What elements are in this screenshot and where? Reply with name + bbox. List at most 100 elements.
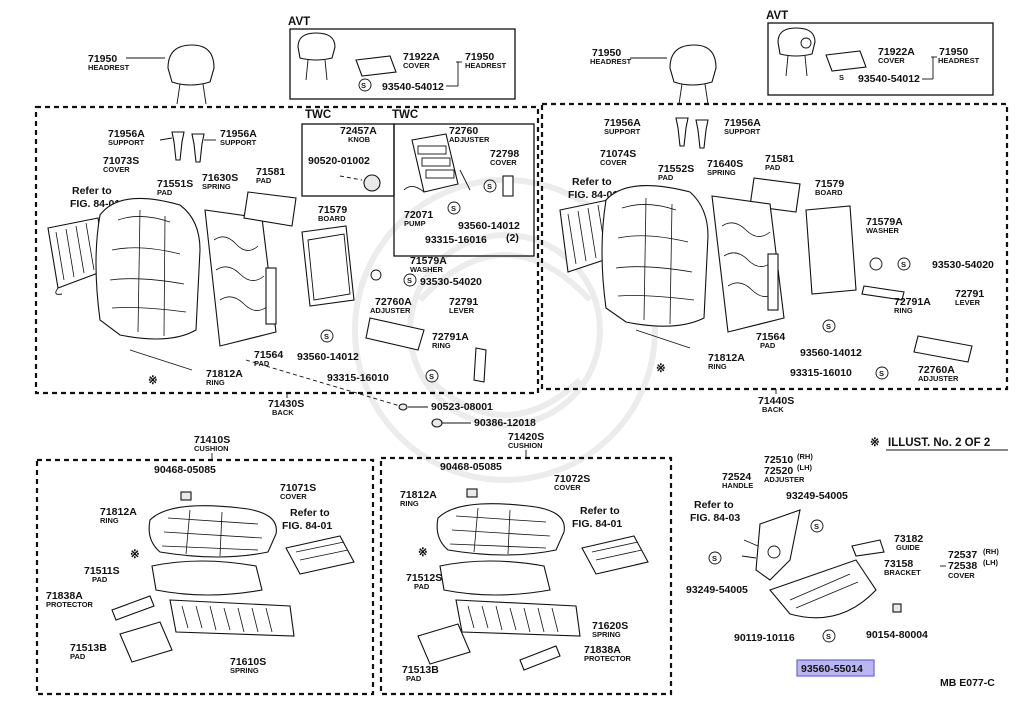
adjuster-rh-tag: (RH) (797, 452, 813, 461)
avt-box-left (289, 28, 516, 100)
cushion-cover-right (436, 503, 565, 556)
label-name: ADJUSTER (918, 374, 959, 383)
label-name: RING (708, 362, 727, 371)
label-num: 71579A (866, 216, 903, 228)
pad-block-right (417, 623, 471, 665)
label-num: 71512S (406, 572, 442, 584)
label-num: 71610S (230, 656, 266, 668)
label-num: 71950 (465, 51, 494, 63)
label-name: COVER (103, 165, 130, 174)
label-name: SPRING (592, 630, 621, 639)
label-num: 71564 (254, 349, 283, 361)
protector-part (111, 595, 155, 621)
label-name: RING (400, 499, 419, 508)
small-part (431, 418, 443, 428)
label-num: 71072S (554, 473, 590, 485)
adjuster-rh-num: 72510 (764, 454, 793, 466)
avt-headrest-left (297, 32, 397, 92)
back-board-left (301, 225, 355, 307)
service-symbol: S (429, 372, 434, 381)
label-name: BOARD (318, 214, 346, 223)
label-num: 71812A (206, 368, 243, 380)
label-num: 71579A (410, 255, 447, 267)
service-symbol: S (407, 276, 412, 285)
label-num: 72524 (722, 471, 751, 483)
assembly-name: BACK (762, 405, 784, 414)
label-name: RING (432, 341, 451, 350)
label-name: SUPPORT (108, 138, 145, 147)
cushion-cover-left (148, 505, 277, 558)
label-name: COVER (878, 56, 905, 65)
avt-headrest-right (777, 27, 867, 77)
highlighted-part-box[interactable] (796, 659, 875, 677)
assembly-num: 71420S (508, 431, 544, 443)
label-num: 72457A (340, 125, 377, 137)
label-name: SUPPORT (724, 127, 761, 136)
label-num: 71812A (100, 506, 137, 518)
label-num: 71950 (88, 53, 117, 65)
label-name: PAD (70, 652, 86, 661)
cover-lh-num: 72538 (948, 560, 977, 572)
label-name: (2) (506, 232, 519, 244)
label-num: 71956A (724, 117, 761, 129)
adjuster-lh-num: 72520 (764, 465, 793, 477)
label-num: 71812A (400, 489, 437, 501)
guide-part (851, 539, 885, 557)
label-num: 71071S (280, 482, 316, 494)
group-back-right (540, 102, 1009, 391)
headrest-left (126, 44, 215, 105)
cushion-pad-left (151, 560, 263, 596)
headrest-right (630, 44, 717, 105)
highlighted-part-number[interactable]: 93560-55014 (801, 663, 863, 675)
label-name: RING (894, 306, 913, 315)
label-name: SUPPORT (604, 127, 641, 136)
label-name: COVER (490, 158, 517, 167)
service-symbol: S (879, 369, 884, 378)
note-symbol: ※ (130, 548, 140, 561)
label-num: 71579 (318, 204, 347, 216)
label-num: 93560-14012 (458, 220, 520, 232)
cover-panel-left (47, 217, 107, 295)
label-name: COVER (280, 492, 307, 501)
label-num: 90154-80004 (866, 629, 928, 641)
label-num: 71956A (220, 128, 257, 140)
label-num: 71579 (815, 178, 844, 190)
label-name: BOARD (815, 188, 843, 197)
assembly-num: 71440S (758, 395, 794, 407)
label-num: 93249-54005 (686, 584, 748, 596)
label-num: 93540-54012 (858, 73, 920, 85)
assembly-name: CUSHION (194, 444, 229, 453)
label-name: ADJUSTER (449, 135, 490, 144)
label-name: HANDLE (722, 481, 753, 490)
label-num: 71630S (202, 172, 238, 184)
label-name: HEADREST (938, 56, 980, 65)
cover-rh-tag: (RH) (983, 547, 999, 556)
service-symbol: S (712, 554, 717, 563)
label-name: WASHER (410, 265, 444, 274)
group-cushion-right (379, 456, 673, 696)
label-num: 93315-16016 (425, 234, 487, 246)
label-name: PAD (92, 575, 108, 584)
twc-box-right (393, 123, 535, 257)
label-num: 71073S (103, 155, 139, 167)
small-part (180, 491, 192, 501)
label-num: 90386-12018 (474, 417, 536, 429)
service-symbol: S (826, 632, 831, 641)
label-name: COVER (403, 61, 430, 70)
label-num: 73158 (884, 558, 913, 570)
label-name: PAD (760, 341, 776, 350)
illustration-note: ILLUST. No. 2 OF 2 (888, 437, 990, 449)
assembly-name: CUSHION (508, 441, 543, 450)
seat-back-frame-left (204, 209, 277, 347)
seat-track-adjuster (741, 509, 877, 619)
label-num: 71513B (70, 642, 107, 654)
label-num: 72760A (375, 296, 412, 308)
adjuster-name: ADJUSTER (764, 475, 805, 484)
label-num: 71511S (84, 565, 120, 577)
label-num: 72760A (918, 364, 955, 376)
label-num: 71922A (878, 46, 915, 58)
refer-line1: Refer to (694, 499, 734, 511)
label-num: 71956A (604, 117, 641, 129)
pad-strip (243, 191, 297, 227)
